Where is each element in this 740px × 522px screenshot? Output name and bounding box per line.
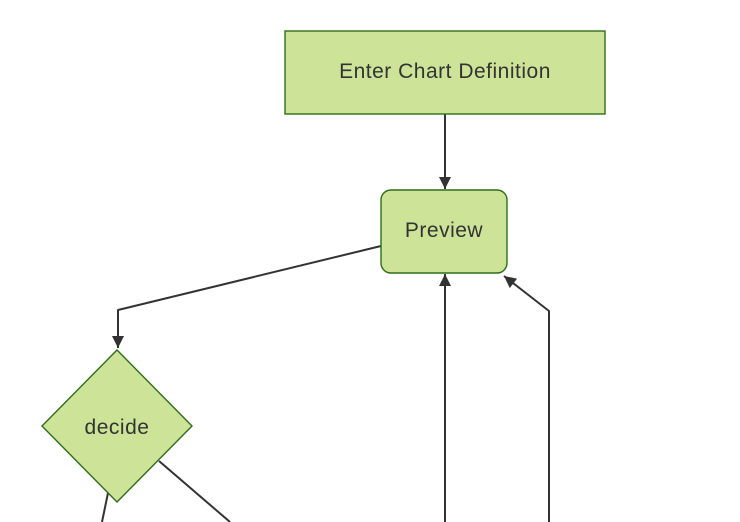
node-preview-label: Preview xyxy=(405,219,484,242)
node-decide-shape xyxy=(41,349,193,503)
node-preview: Preview xyxy=(380,189,508,274)
edge-preview-to-decide xyxy=(112,245,382,348)
edge-offscreen-bottom-right-to-preview xyxy=(503,275,550,522)
node-enter-chart-definition: Enter Chart Definition xyxy=(284,30,606,115)
edge-decide-to-offscreen-left xyxy=(101,492,109,522)
node-enter-chart-definition-label: Enter Chart Definition xyxy=(339,60,551,83)
node-decide: decide xyxy=(41,349,193,503)
node-enter-chart-definition-shape xyxy=(284,30,606,115)
edge-decide-to-offscreen-right xyxy=(158,460,231,522)
node-preview-shape xyxy=(380,189,508,274)
node-decide-label: decide xyxy=(85,416,150,439)
